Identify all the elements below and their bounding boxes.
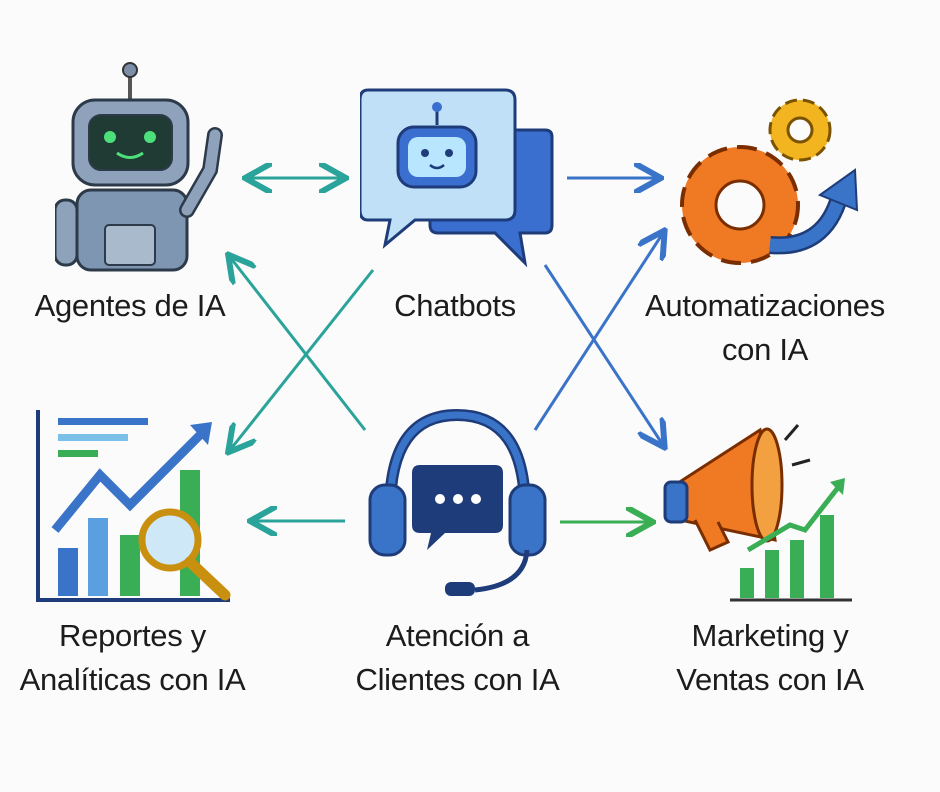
label-line-1: Automatizaciones [645,288,885,323]
node-label-automatizaciones: Automatizaciones con IA [610,284,920,372]
node-label-marketing: Marketing y Ventas con IA [650,614,890,702]
headset-icon [368,408,547,596]
label-line-2: Clientes con IA [355,662,560,697]
label-line-2: Analíticas con IA [19,662,246,697]
node-label-agentes: Agentes de IA [34,288,226,323]
label-line-2: Ventas con IA [676,662,864,697]
robot-icon [55,62,223,272]
node-label-atencion: Atención a Clientes con IA [330,614,585,702]
chat-bubbles-icon [360,88,554,268]
arrow-atencion-automatizaciones [533,233,663,431]
arrow-chatbots-marketing [543,264,663,445]
analytics-chart-icon [36,410,231,602]
label-line-1: Atención a [385,618,530,653]
node-label-chatbots: Chatbots [394,288,516,323]
arrow-chatbots-reportes [230,269,375,450]
node-label-reportes: Reportes y Analíticas con IA [0,614,265,702]
label-line-1: Marketing y [691,618,849,653]
megaphone-icon [663,424,852,602]
arrow-atencion-agentes [230,257,367,431]
gears-icon [680,98,859,265]
label-line-1: Reportes y [59,618,206,653]
label-line-2: con IA [721,332,809,367]
